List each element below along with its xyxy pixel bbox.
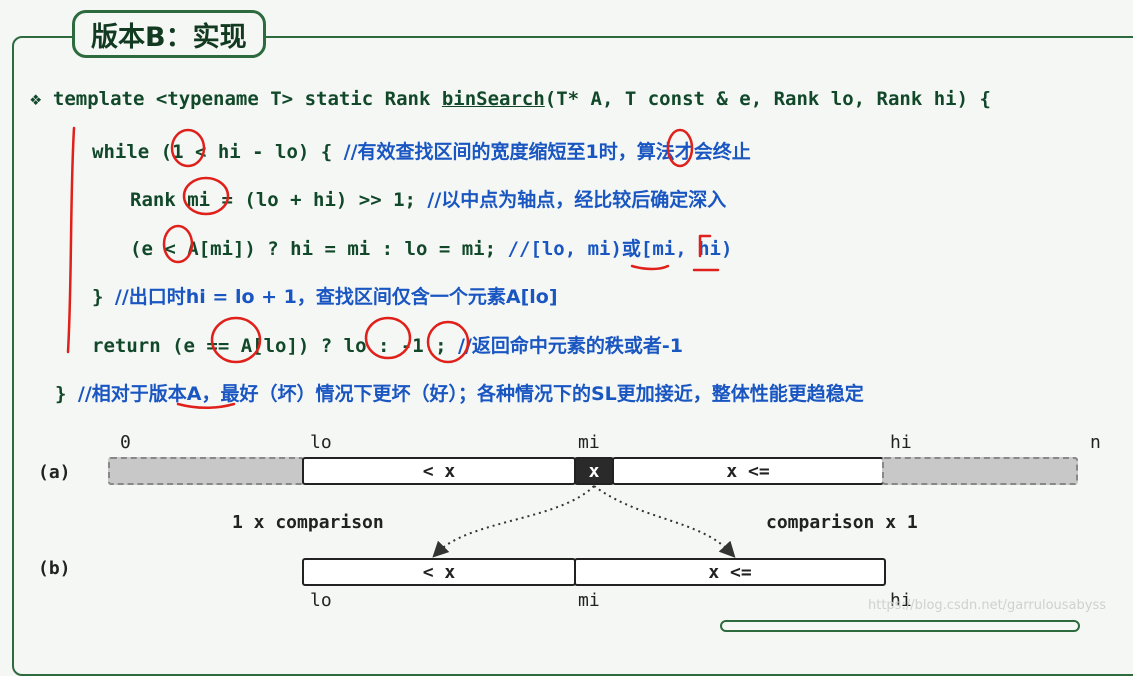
label-lo: lo <box>310 432 332 453</box>
red-circle-less <box>162 224 194 264</box>
while-comment: //有效查找区间的宽度缩短至1时，算法才会终止 <box>343 141 751 163</box>
red-circle-one-comment <box>666 128 694 168</box>
code-condition: (e < A[mi]) ? hi = mi : lo = mi; //[lo, … <box>130 234 732 261</box>
code-close-while: } //出口时hi = lo + 1，查找区间仅含一个元素A[lo] <box>92 282 558 309</box>
code-end: } //相对于版本A，最好（坏）情况下更坏（好）；各种情况下的SL更加接近，整体… <box>55 379 864 406</box>
red-circle-mi <box>182 176 230 216</box>
bottom-label-lo: lo <box>310 590 332 611</box>
label-zero: 0 <box>120 432 131 453</box>
code-while: while (1 < hi - lo) { //有效查找区间的宽度缩短至1时，算… <box>92 137 751 164</box>
rank-comment: //以中点为轴点，经比较后确定深入 <box>427 189 727 211</box>
red-circle-eq <box>210 316 262 364</box>
dotted-arrow-left <box>432 485 595 558</box>
red-circle-minus1 <box>426 320 470 364</box>
code-signature: ❖ template <typename T> static Rank binS… <box>30 88 991 110</box>
dotted-arrow-right <box>593 485 736 558</box>
condition-code: (e < A[mi]) ? hi = mi : lo = mi; <box>130 238 508 260</box>
close-code: } <box>92 286 115 308</box>
red-circle-one <box>170 128 206 168</box>
array-right-grey <box>882 457 1078 485</box>
slide-title: 版本B：实现 <box>72 10 266 58</box>
annotation-overlay <box>66 126 736 558</box>
label-hi: hi <box>890 432 912 453</box>
row-a-label: (a) <box>38 462 71 483</box>
bottom-label-mi: mi <box>578 590 600 611</box>
end-comment: //相对于版本A，最好（坏）情况下更坏（好）；各种情况下的SL更加接近，整体性能… <box>77 383 864 405</box>
watermark: https://blog.csdn.net/garrulousabyss <box>868 598 1107 613</box>
label-mi: mi <box>578 432 600 453</box>
red-bracket-mark <box>698 234 712 258</box>
return-comment: //返回命中元素的秩或者-1 <box>458 335 684 357</box>
code-return: return (e == A[lo]) ? lo : -1 ; //返回命中元素… <box>92 331 683 358</box>
red-underline-mi <box>630 264 670 271</box>
signature-prefix: template <typename T> static Rank <box>52 88 442 110</box>
array-left-grey <box>108 457 304 485</box>
signature-params: (T* A, T const & e, Rank lo, Rank hi) { <box>544 88 991 110</box>
label-n: n <box>1090 432 1101 453</box>
close-comment: //出口时hi = lo + 1，查找区间仅含一个元素A[lo] <box>114 286 558 308</box>
bullet-icon: ❖ <box>30 88 42 110</box>
subarray-box-less: < x <box>302 558 576 586</box>
comparison-right: comparison x 1 <box>766 512 918 533</box>
array-box-less: < x <box>302 457 576 485</box>
row-b-label: (b) <box>38 558 71 579</box>
red-underline-versionA <box>176 402 236 409</box>
red-circle-lo <box>364 316 412 360</box>
array-box-greater: x <= <box>612 457 884 485</box>
end-code: } <box>55 383 78 405</box>
comparison-left: 1 x comparison <box>232 512 384 533</box>
bottom-label-hi: hi <box>890 590 912 611</box>
function-name: binSearch <box>441 88 545 110</box>
red-bracket-line <box>66 126 76 354</box>
condition-comment: //[lo, mi)或[mi, hi) <box>507 238 733 260</box>
subarray-box-greater: x <= <box>574 558 886 586</box>
